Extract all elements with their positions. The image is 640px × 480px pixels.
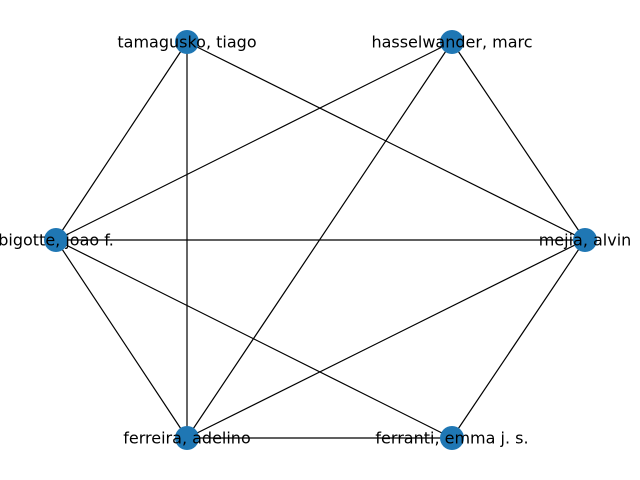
node-label-hasselwander: hasselwander, marc: [371, 33, 532, 52]
node-label-bigotte: bigotte, joao f.: [0, 231, 114, 250]
node-label-ferranti: ferranti, emma j. s.: [375, 429, 528, 448]
node-mejia: [573, 228, 597, 252]
node-ferranti: [440, 426, 464, 450]
node-tamagusko: [175, 30, 199, 54]
node-label-tamagusko: tamagusko, tiago: [117, 33, 256, 52]
node-hasselwander: [440, 30, 464, 54]
node-label-mejia: mejia, alvin: [539, 231, 632, 250]
node-bigotte: [44, 228, 68, 252]
edge-mejia-ferranti: [451, 239, 586, 439]
node-label-ferreira: ferreira, adelino: [123, 429, 250, 448]
node-ferreira: [175, 426, 199, 450]
edge-hasselwander-bigotte: [55, 41, 453, 241]
edge-hasselwander-mejia: [451, 41, 586, 241]
edge-mejia-ferreira: [186, 239, 586, 439]
edges-layer: [55, 41, 586, 439]
edge-bigotte-ferreira: [55, 239, 188, 439]
edge-bigotte-ferranti: [55, 239, 453, 439]
nodes-layer: [44, 30, 597, 450]
labels-layer: tamagusko, tiago hasselwander, marc bigott…: [0, 33, 631, 448]
edge-tamagusko-bigotte: [55, 41, 188, 241]
